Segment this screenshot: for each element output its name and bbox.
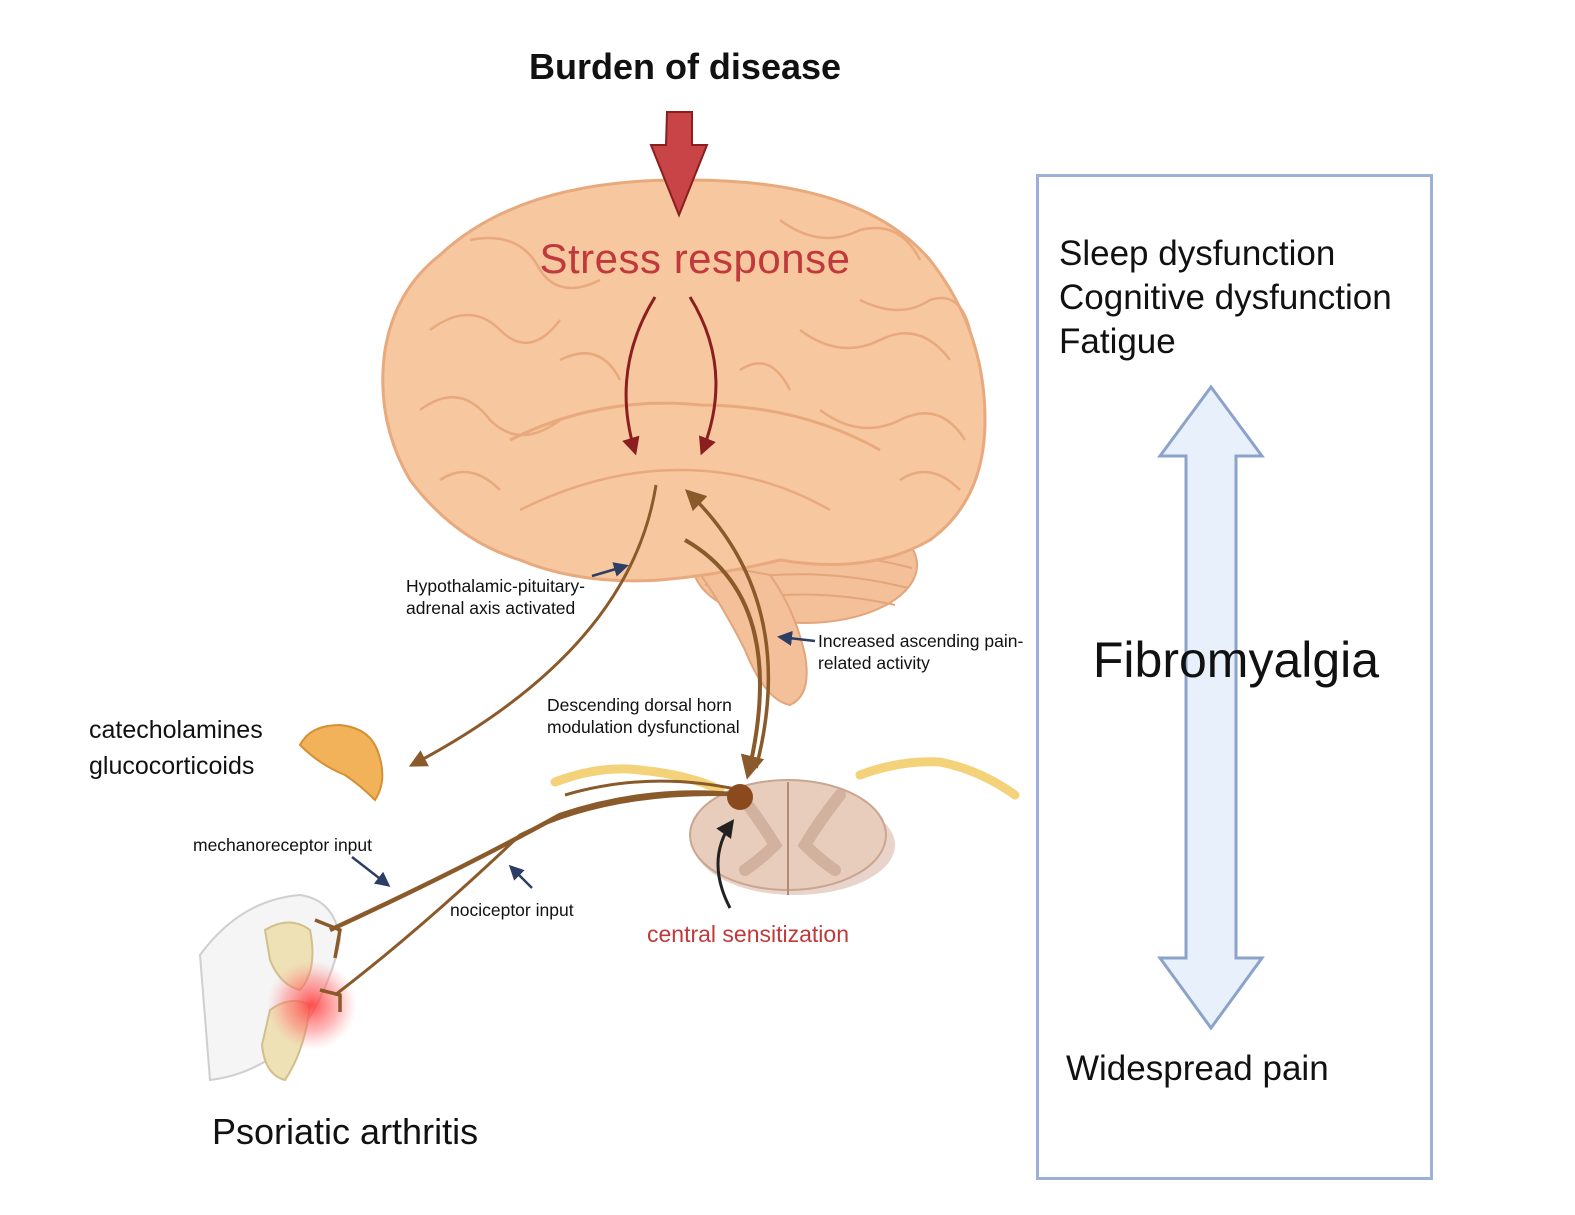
nociceptor-indicator-arrow (508, 864, 533, 889)
nociceptor-ending (319, 988, 342, 1012)
descending-modulation-label-line-2: modulation dysfunctional (547, 717, 740, 737)
ascending-indicator-arrow (777, 630, 816, 646)
symptom-fatigue: Fatigue (1059, 322, 1176, 361)
fibromyalgia-title: Fibromyalgia (1092, 632, 1380, 688)
symptom-cognitive: Cognitive dysfunction (1059, 278, 1392, 317)
cerebrum (381, 178, 987, 583)
ascending-activity-label: Increased ascending pain- related activi… (818, 630, 1023, 674)
mechanoreceptor-input-label: mechanoreceptor input (193, 835, 372, 855)
ascending-activity-label-line-2: related activity (818, 653, 930, 673)
glucocorticoids-label: glucocorticoids (89, 752, 255, 780)
symptom-sleep: Sleep dysfunction (1059, 234, 1336, 273)
dorsal-horn-synapse (727, 784, 753, 810)
ascending-activity-label-line-1: Increased ascending pain- (818, 631, 1024, 651)
mechanoreceptor-ending (314, 918, 342, 959)
hpa-indicator-arrow (591, 562, 629, 578)
diagram-title: Burden of disease (528, 46, 842, 87)
psoriatic-arthritis-label: Psoriatic arthritis (212, 1111, 479, 1152)
spinal-nerve-right (855, 757, 1020, 800)
symptom-list: Sleep dysfunction Cognitive dysfunction … (1059, 232, 1392, 364)
hormones-label: catecholamines glucocorticoids (89, 712, 263, 784)
hpa-axis-label-line-1: Hypothalamic-pituitary- (406, 576, 585, 596)
descending-pathway-arrow (684, 538, 765, 780)
catecholamines-label: catecholamines (89, 716, 263, 744)
brainstem (687, 558, 808, 707)
stress-arrow-right (688, 296, 718, 456)
sensory-fiber-upper (564, 779, 741, 797)
descending-modulation-label-line-1: Descending dorsal horn (547, 695, 732, 715)
adrenal-gland-icon (298, 723, 384, 802)
double-headed-arrow (1157, 384, 1265, 1031)
nociceptor-fiber (334, 793, 741, 997)
hpa-axis-label-line-2: adrenal axis activated (406, 598, 576, 618)
hpa-axis-label: Hypothalamic-pituitary- adrenal axis act… (406, 575, 585, 619)
hpa-pathway-arrow (408, 484, 658, 767)
stress-response-label: Stress response (539, 235, 851, 282)
burden-arrow (649, 111, 709, 218)
central-sensitization-label: central sensitization (647, 921, 849, 947)
fibromyalgia-box (1036, 174, 1433, 1180)
nociceptor-input-label: nociceptor input (450, 900, 574, 920)
central-sensitization-arrow (716, 819, 735, 909)
knee-joint-illustration (198, 893, 357, 1082)
mechanoreceptor-fiber (329, 790, 741, 933)
mechanoreceptor-indicator-arrow (351, 856, 391, 887)
ascending-pathway-arrow (684, 489, 771, 769)
descending-modulation-label: Descending dorsal horn modulation dysfun… (547, 694, 740, 738)
widespread-pain-label: Widespread pain (1066, 1049, 1329, 1088)
spinal-nerve-left (550, 764, 725, 795)
stress-arrow-left (622, 296, 657, 456)
